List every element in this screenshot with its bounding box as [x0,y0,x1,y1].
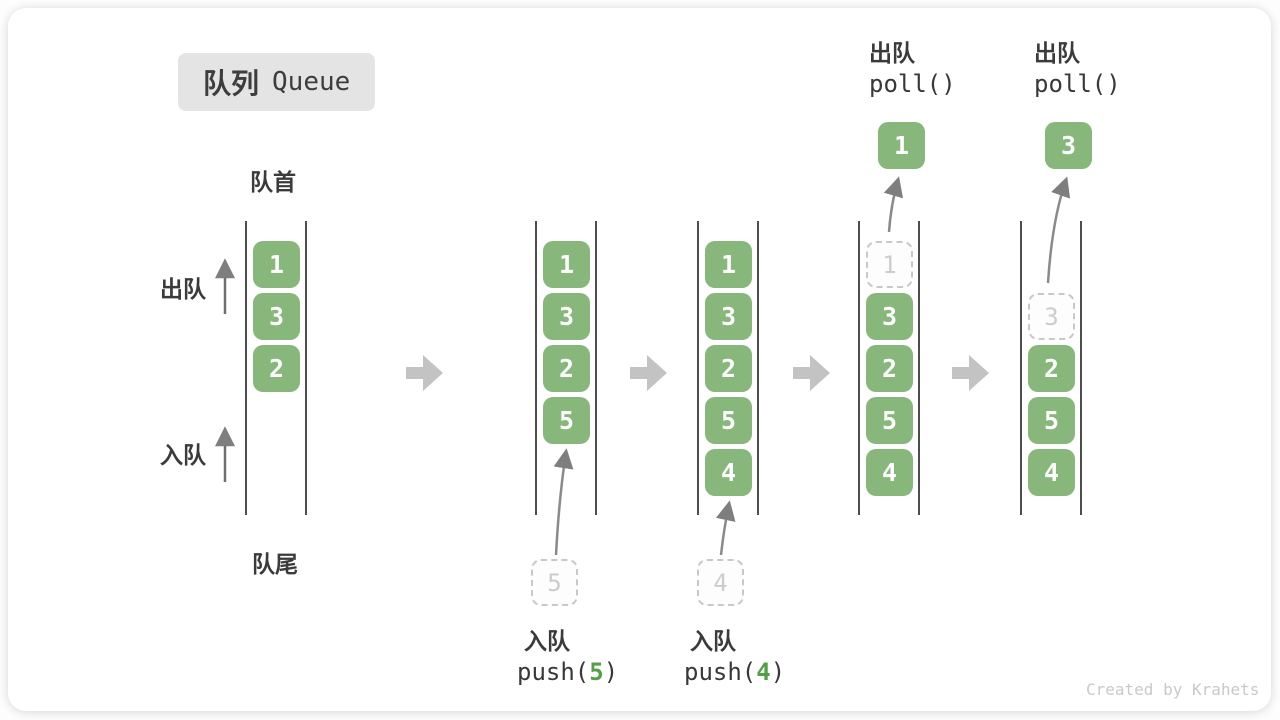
credit-text: Created by Krahets [1086,680,1260,699]
queue-cell: 2 [1028,345,1075,392]
dequeue-op-code: poll() [1034,70,1121,98]
polled-cell: 3 [1045,122,1092,169]
dequeue-op-code: poll() [869,70,956,98]
column-wall [595,221,597,515]
state-transition-arrow-icon [793,355,830,391]
queue-front-label: 队首 [250,169,296,195]
poll3-arrow-icon [1046,176,1071,284]
queue-cell: 3 [253,293,300,340]
enqueue-ghost-cell: 4 [697,559,744,606]
queue-cell: 1 [705,241,752,288]
dequeue-side-label: 出队 [160,276,206,302]
dequeue-op-label: 出队 [1034,40,1080,66]
dequeued-ghost-cell: 1 [866,241,913,288]
enqueue-op-label: 入队 [524,628,570,654]
column-wall [697,221,699,515]
title-zh: 队列 [203,68,260,99]
enqueue-op-code: push(4) [684,658,786,686]
queue-cell: 4 [866,449,913,496]
queue-cell: 2 [253,345,300,392]
queue-cell: 3 [705,293,752,340]
polled-cell: 1 [878,122,925,169]
queue-cell: 4 [1028,449,1075,496]
queue-cell: 2 [705,345,752,392]
dequeue-op-label: 出队 [869,40,915,66]
queue-cell: 5 [866,397,913,444]
arrows-overlay [215,176,1071,556]
column-wall [1080,221,1082,515]
column-wall [1020,221,1022,515]
dequeued-ghost-cell: 3 [1028,293,1075,340]
queue-cell: 4 [705,449,752,496]
enqueue-op-label: 入队 [690,628,736,654]
queue-cell: 5 [1028,397,1075,444]
state-transition-arrow-icon [952,355,989,391]
state-transition-arrow-icon [406,355,443,391]
title-en: Queue [272,67,351,97]
poll1-arrow-icon [883,176,904,233]
queue-rear-label: 队尾 [252,551,298,577]
column-wall [757,221,759,515]
push4-arrow-icon [715,500,736,556]
column-wall [245,221,247,515]
queue-cell: 2 [543,345,590,392]
column-wall [305,221,307,515]
queue-cell: 3 [866,293,913,340]
diagram-card: 队列 Queue 队首 队尾 出队 入队 1 3 2 1 3 2 5 5 入队 … [8,8,1271,711]
queue-cell: 5 [543,397,590,444]
title-badge: 队列 Queue [178,53,376,111]
state-transition-arrow-icon [630,355,667,391]
push5-arrow-icon [553,448,574,556]
queue-cell: 3 [543,293,590,340]
queue-cell: 2 [866,345,913,392]
column-wall [858,221,860,515]
enqueue-side-label: 入队 [160,442,206,468]
queue-cell: 1 [543,241,590,288]
queue-cell: 1 [253,241,300,288]
enqueue-op-code: push(5) [517,658,619,686]
column-wall [535,221,537,515]
column-wall [918,221,920,515]
queue-cell: 5 [705,397,752,444]
enqueue-ghost-cell: 5 [531,559,578,606]
